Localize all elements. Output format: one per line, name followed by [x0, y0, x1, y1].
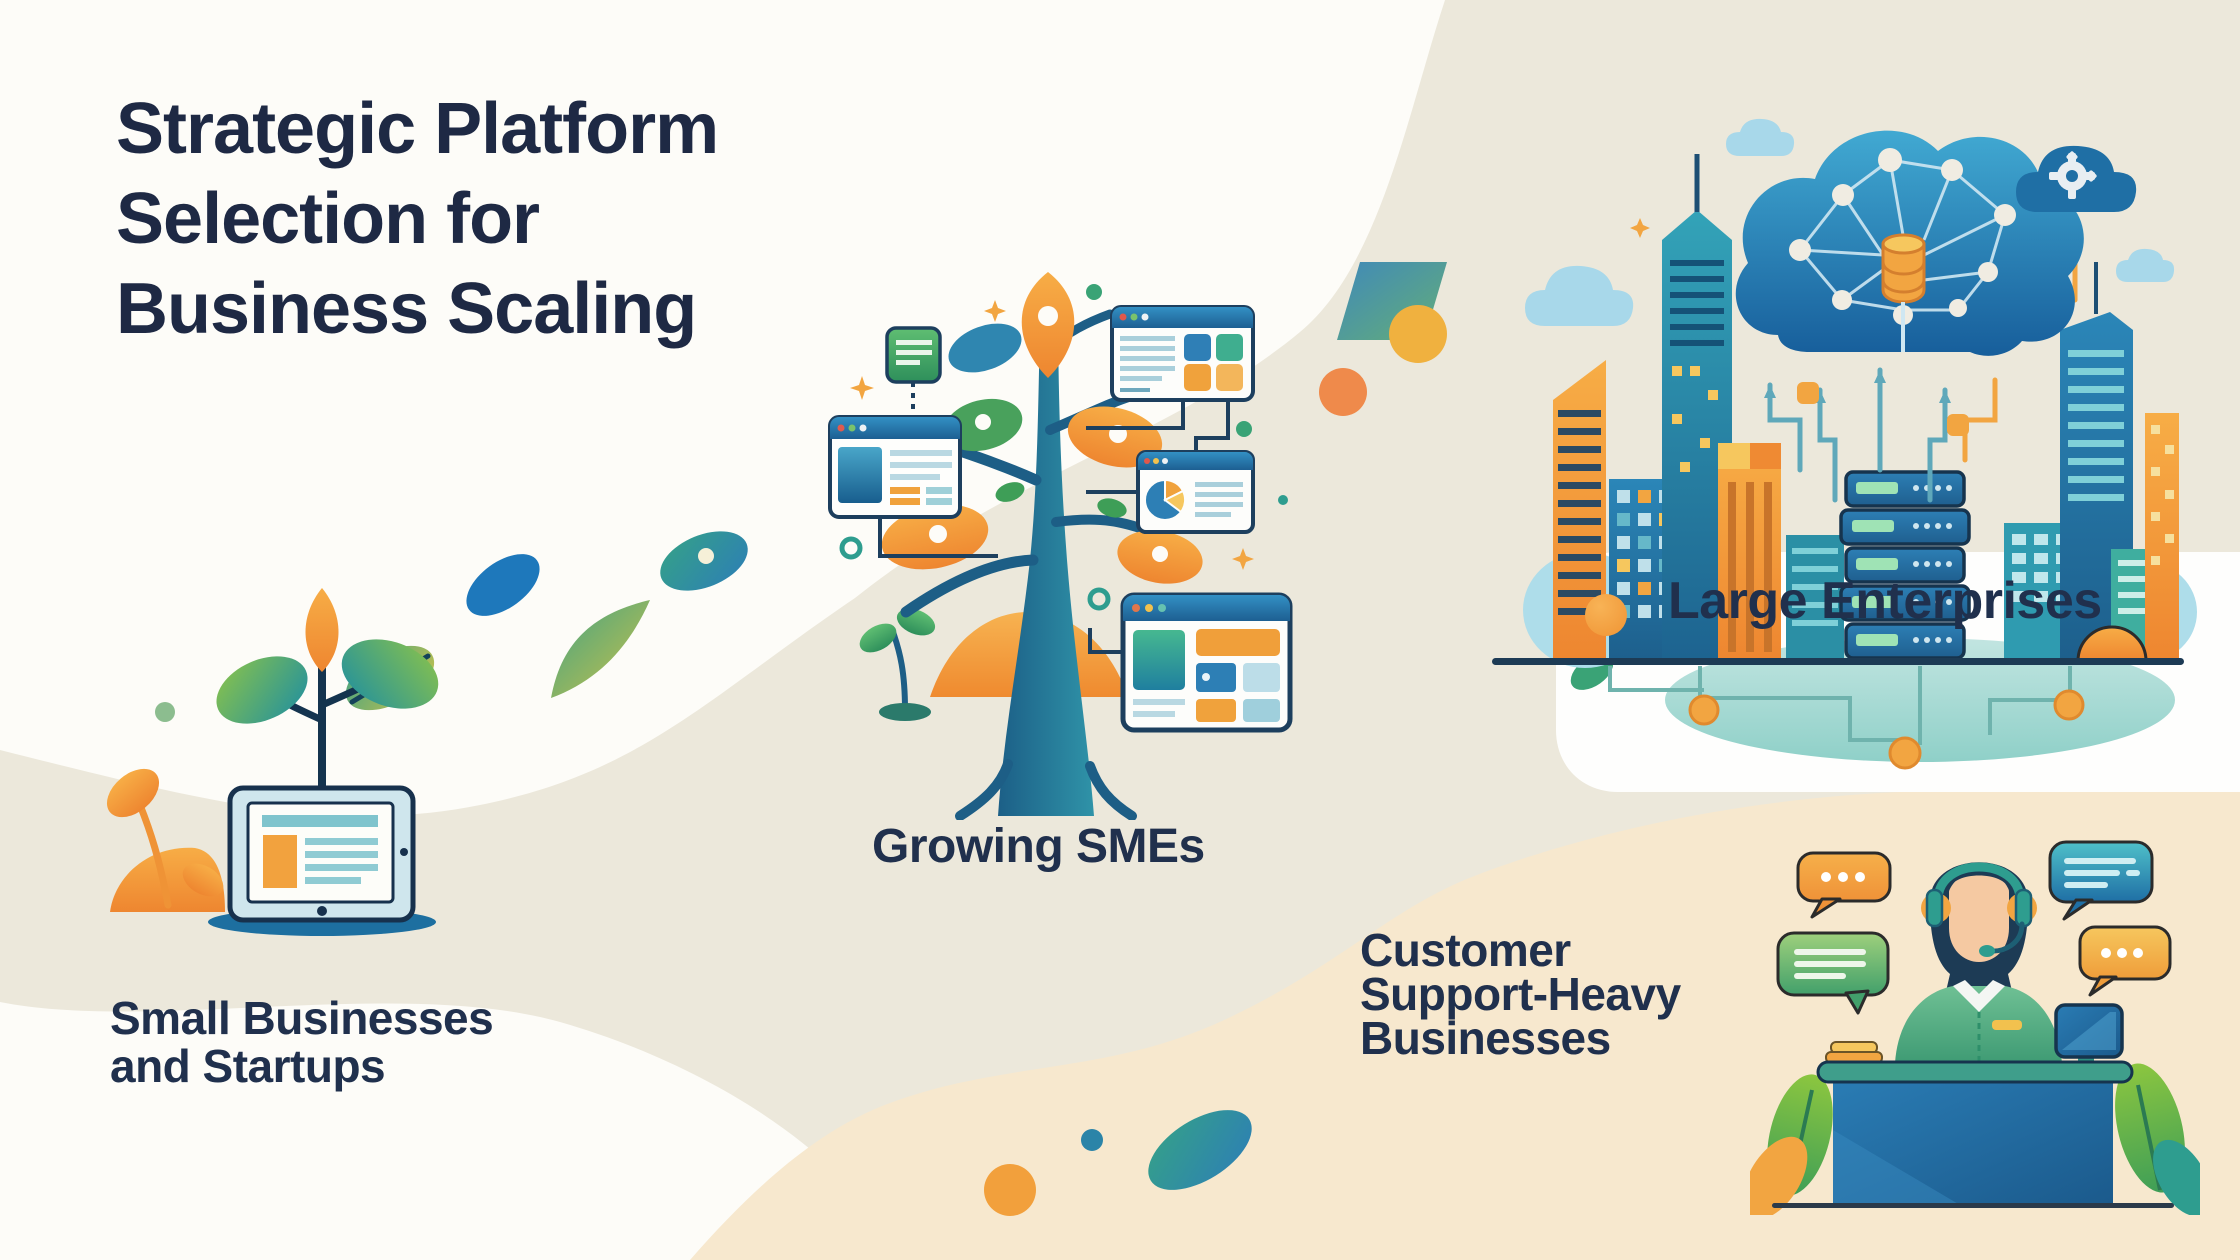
- desk-icon: [1816, 1060, 2134, 1205]
- green-dot: [155, 702, 175, 722]
- orange-bullet-dot: [1585, 594, 1627, 636]
- speech-bubble-icon: [2048, 840, 2154, 921]
- city-buildings: [1553, 154, 2179, 663]
- circuit-node: [1688, 694, 1720, 726]
- tree-leaves: [881, 272, 1203, 584]
- server-rack-icon: [1839, 470, 1971, 660]
- circuit-node: [1888, 736, 1922, 770]
- face: [1949, 875, 2009, 962]
- city-skyline-cloud-network-icon: [1492, 118, 2197, 770]
- ground-line: [1492, 658, 2184, 665]
- gear-cloud-icon: [2016, 145, 2137, 212]
- support-agent-with-speech-bubbles-icon: [1750, 840, 2200, 1215]
- speech-bubble-icon: [1796, 851, 1892, 919]
- pie-chart-window-icon: [1136, 450, 1255, 534]
- label-customer-support: Customer Support-Heavy Businesses: [1360, 924, 1681, 1064]
- small-plant-icon: [859, 608, 936, 721]
- monitor-icon: [2054, 1003, 2124, 1064]
- desk-plants: [1750, 1063, 2200, 1215]
- speech-bubble-icon: [1776, 931, 1890, 1015]
- headset-icon: [1921, 862, 2037, 957]
- growth-tree-with-browser-windows-icon: [828, 272, 1293, 820]
- small-cloud-icon: [1525, 118, 2175, 326]
- cloud-connections: [1764, 252, 2078, 503]
- sprout-icon: [216, 588, 439, 799]
- label-small-businesses: Small Businesses and Startups: [110, 992, 494, 1092]
- floor-line: [1772, 1203, 2174, 1208]
- tablet-with-sprout-icon: [106, 588, 439, 936]
- circuit-traces: [1608, 666, 2072, 745]
- tablet-icon: [227, 785, 416, 923]
- window-connectors: [878, 382, 1230, 654]
- books-icon: [1825, 1041, 1883, 1064]
- gear-icon: [2049, 151, 2097, 199]
- cloud-database-icon: [1735, 130, 2084, 356]
- browser-window-icon: [1120, 592, 1293, 733]
- circuit-node: [2053, 689, 2085, 721]
- green-card-icon: [885, 326, 942, 384]
- label-growing-smes: Growing SMEs: [872, 820, 1205, 873]
- support-agent-icon: [1895, 862, 2062, 1063]
- speech-bubble-icon: [2078, 925, 2172, 997]
- decorative-shapes: [1278, 262, 1447, 505]
- label-large-enterprises: Large Enterprises: [1668, 572, 2102, 630]
- collar: [1953, 980, 2005, 1012]
- page-title: Strategic Platform Selection for Busines…: [116, 89, 719, 349]
- name-tag: [1992, 1020, 2022, 1030]
- browser-window-icon: [1110, 305, 1255, 402]
- database-icon: [1881, 233, 1926, 304]
- bottom-decor: [984, 1110, 1252, 1216]
- sparkle-icons: [850, 218, 1650, 570]
- browser-window-icon: [828, 415, 962, 519]
- orange-plant-icon: [106, 768, 225, 912]
